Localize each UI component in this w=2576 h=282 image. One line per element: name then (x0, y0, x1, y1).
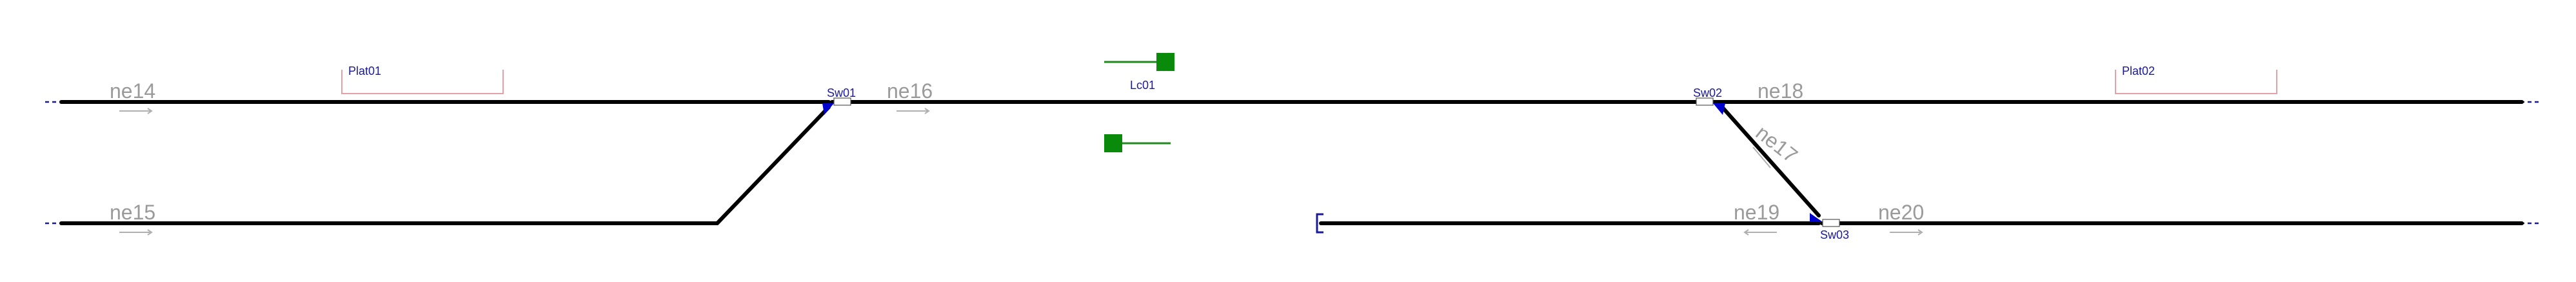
section-label-ne20: ne20 (1878, 201, 1924, 224)
section-label-ne15: ne15 (110, 201, 155, 224)
switch-label-sw03: Sw03 (1820, 228, 1849, 241)
switch-box (1696, 97, 1714, 106)
direction-arrow-ne20 (1890, 229, 1923, 236)
direction-arrow-ne19 (1743, 229, 1777, 236)
switch-point-icon (822, 103, 834, 115)
crossing-label-lc01: Lc01 (1130, 79, 1155, 92)
direction-arrow-ne15 (119, 229, 153, 236)
switch-point-icon (1810, 213, 1823, 222)
platform-plat02[interactable] (2115, 70, 2277, 94)
platform-label-plat01: Plat01 (348, 65, 381, 77)
platform-label-plat02: Plat02 (2122, 65, 2155, 77)
switch-box (1822, 219, 1840, 227)
signal-upper[interactable] (1104, 53, 1174, 71)
platform-plat01[interactable] (341, 70, 504, 94)
switch-point-icon (1713, 103, 1725, 115)
section-label-ne17: ne17 (1752, 121, 1802, 167)
signal-head-icon (1156, 53, 1174, 71)
direction-arrow-ne17 (1752, 146, 1771, 168)
section-label-ne14: ne14 (110, 79, 155, 103)
buffer-stop (1316, 213, 1323, 234)
switch-sw01[interactable] (822, 97, 851, 115)
switch-sw03[interactable] (1810, 213, 1840, 227)
signal-lower[interactable] (1104, 134, 1171, 152)
track-ne15-diverging[interactable] (715, 105, 831, 225)
switch-label-sw02: Sw02 (1693, 86, 1722, 99)
direction-arrow-ne14 (119, 108, 153, 114)
switch-sw02[interactable] (1696, 97, 1725, 115)
section-label-ne18: ne18 (1758, 79, 1803, 103)
switch-box (833, 97, 851, 106)
track-ne17[interactable] (1721, 106, 1821, 217)
switch-label-sw01: Sw01 (827, 86, 856, 99)
signal-head-icon (1104, 134, 1122, 152)
section-label-ne19: ne19 (1734, 201, 1779, 224)
section-label-ne16: ne16 (887, 79, 933, 103)
direction-arrow-ne16 (897, 108, 930, 114)
